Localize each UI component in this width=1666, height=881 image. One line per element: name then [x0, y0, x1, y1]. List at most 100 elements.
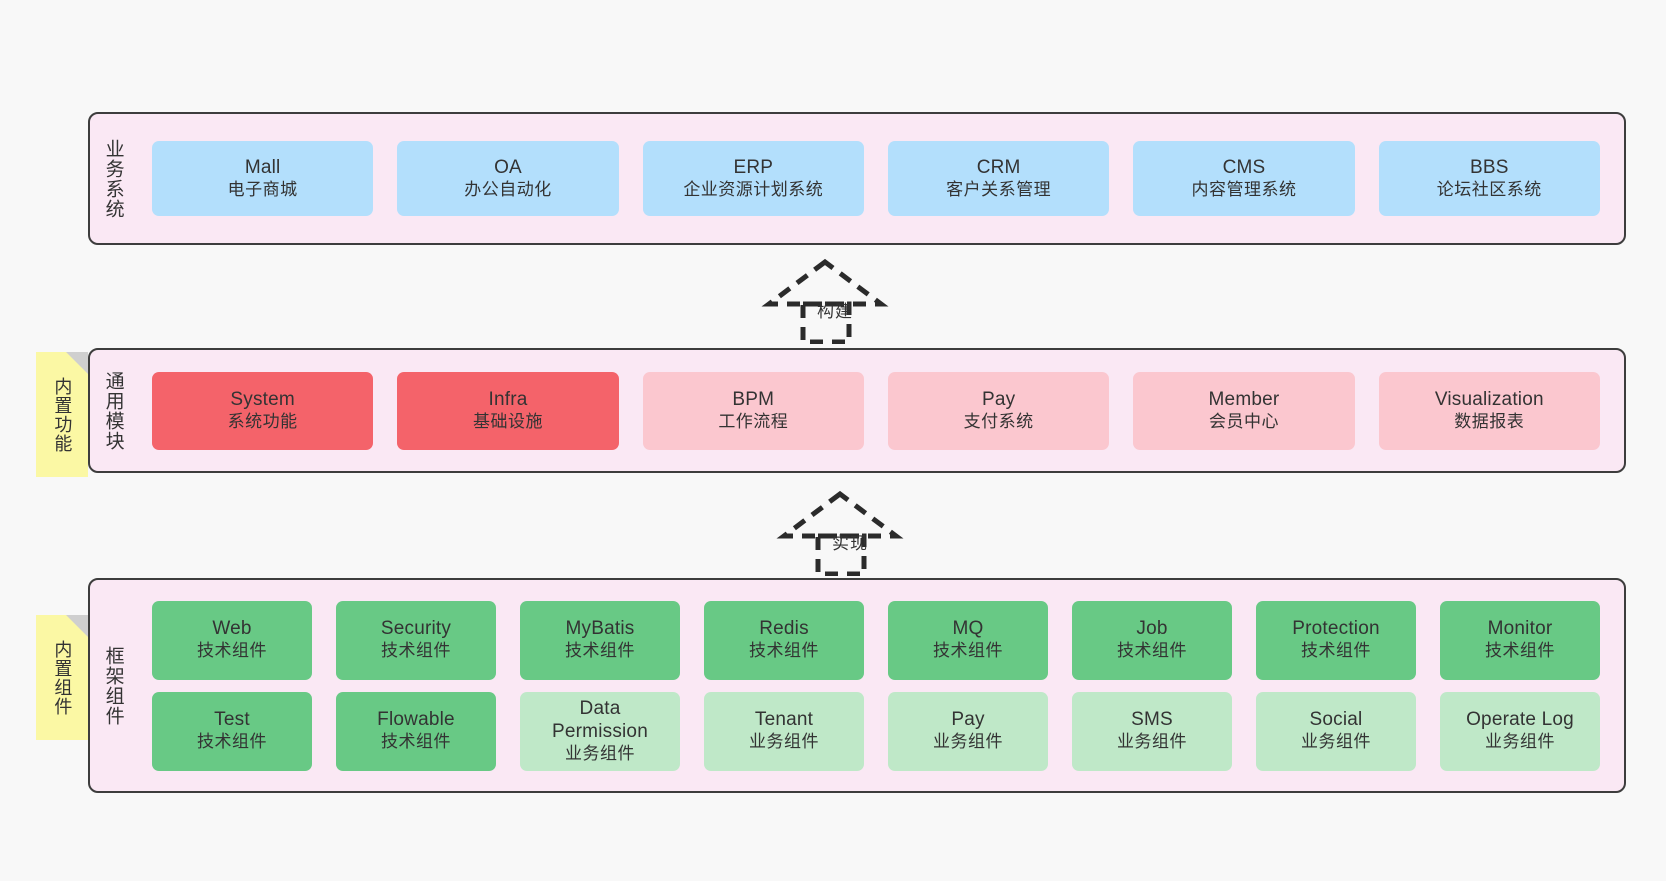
- note-label: 内置组件: [52, 639, 73, 716]
- node-row: Mall 电子商城 OA 办公自动化 ERP 企业资源计划系统 CRM 客户关系…: [140, 141, 1612, 216]
- node-title: Protection: [1292, 618, 1380, 640]
- node-cms[interactable]: CMS 内容管理系统: [1133, 141, 1355, 216]
- node-title: BBS: [1469, 156, 1509, 178]
- layer-title-framework-component: 框架组件: [102, 645, 124, 726]
- node-tenant[interactable]: Tenant 业务组件: [704, 691, 864, 771]
- node-title: Test: [214, 709, 250, 731]
- node-title: Redis: [759, 618, 809, 640]
- node-subtitle: 会员中心: [1208, 411, 1279, 431]
- layer-business-system: 业务系统 Mall 电子商城 OA 办公自动化 ERP 企业资源计划系统 CRM…: [88, 112, 1626, 245]
- node-title: Flowable: [377, 709, 455, 731]
- node-bbs[interactable]: BBS 论坛社区系统: [1378, 141, 1600, 216]
- node-subtitle: 业务组件: [1301, 732, 1371, 752]
- node-title: CMS: [1222, 156, 1266, 178]
- node-title: OA: [494, 156, 522, 178]
- node-title: Job: [1136, 618, 1168, 640]
- node-subtitle: 技术组件: [197, 641, 267, 661]
- note-label: 内置功能: [52, 376, 73, 453]
- node-row: System 系统功能 Infra 基础设施 BPM 工作流程 Pay 支付系统…: [140, 371, 1612, 450]
- node-title: Web: [212, 618, 252, 640]
- node-subtitle: 企业资源计划系统: [683, 179, 824, 199]
- note-fold-corner-icon: [66, 615, 88, 637]
- node-title: SMS: [1131, 709, 1173, 731]
- node-subtitle: 业务组件: [565, 743, 635, 763]
- node-title: Operate Log: [1466, 709, 1574, 731]
- node-test[interactable]: Test 技术组件: [152, 691, 312, 771]
- node-title: ERP: [733, 156, 774, 178]
- generalization-arrow-icon: [761, 258, 889, 345]
- node-oa[interactable]: OA 办公自动化: [397, 141, 619, 216]
- layer-title-common-module: 通用模块: [102, 370, 124, 451]
- node-row: Test 技术组件 Flowable 技术组件 Data Permission …: [140, 691, 1612, 771]
- node-crm[interactable]: CRM 客户关系管理: [887, 141, 1110, 216]
- node-social[interactable]: Social 业务组件: [1256, 691, 1416, 771]
- node-subtitle: 技术组件: [933, 641, 1003, 661]
- connector-implement: 实现: [770, 490, 920, 577]
- node-bpm[interactable]: BPM 工作流程: [642, 371, 864, 450]
- connector-build-label: 构建: [817, 302, 853, 321]
- node-mybatis[interactable]: MyBatis 技术组件: [520, 600, 680, 680]
- note-fold-corner-icon: [66, 352, 88, 374]
- node-subtitle: 基础设施: [472, 411, 543, 431]
- node-job[interactable]: Job 技术组件: [1072, 600, 1232, 680]
- generalization-arrow-icon: [776, 490, 904, 577]
- node-title: MyBatis: [565, 618, 635, 640]
- layer-body-common-module: System 系统功能 Infra 基础设施 BPM 工作流程 Pay 支付系统…: [136, 350, 1624, 471]
- node-subtitle: 技术组件: [381, 641, 451, 661]
- node-mq[interactable]: MQ 技术组件: [888, 600, 1048, 680]
- node-subtitle: 技术组件: [197, 732, 267, 752]
- node-title: Social: [1309, 709, 1363, 731]
- node-subtitle: 技术组件: [381, 732, 451, 752]
- node-subtitle: 数据报表: [1454, 411, 1525, 431]
- node-flowable[interactable]: Flowable 技术组件: [336, 691, 496, 771]
- node-infra[interactable]: Infra 基础设施: [397, 371, 619, 450]
- layer-body-business-system: Mall 电子商城 OA 办公自动化 ERP 企业资源计划系统 CRM 客户关系…: [136, 114, 1624, 243]
- node-subtitle: 技术组件: [749, 641, 819, 661]
- layer-title-business-system: 业务系统: [102, 138, 124, 219]
- node-system[interactable]: System 系统功能: [152, 371, 374, 450]
- node-title: Monitor: [1487, 618, 1553, 640]
- node-title: Mall: [244, 156, 281, 178]
- note-built-in-component: 内置组件: [36, 615, 88, 740]
- node-subtitle: 客户关系管理: [946, 179, 1052, 199]
- connector-implement-label: 实现: [832, 534, 868, 553]
- node-subtitle: 业务组件: [1117, 732, 1187, 752]
- node-title: Infra: [488, 388, 528, 410]
- node-subtitle: 电子商城: [227, 179, 298, 199]
- node-title: BPM: [732, 388, 775, 410]
- layer-common-module: 通用模块 System 系统功能 Infra 基础设施 BPM 工作流程 Pay…: [88, 348, 1626, 473]
- node-subtitle: 技术组件: [565, 641, 635, 661]
- node-title: Pay: [981, 388, 1016, 410]
- node-subtitle: 系统功能: [227, 411, 298, 431]
- node-row: Web 技术组件 Security 技术组件 MyBatis 技术组件 Redi…: [140, 600, 1612, 680]
- node-security[interactable]: Security 技术组件: [336, 600, 496, 680]
- node-subtitle: 工作流程: [718, 411, 789, 431]
- node-subtitle: 技术组件: [1485, 641, 1555, 661]
- node-operate-log[interactable]: Operate Log 业务组件: [1440, 691, 1600, 771]
- node-protection[interactable]: Protection 技术组件: [1256, 600, 1416, 680]
- node-member[interactable]: Member 会员中心: [1133, 371, 1355, 450]
- node-title: Visualization: [1434, 388, 1544, 410]
- connector-build: 构建: [755, 258, 905, 345]
- node-visualization[interactable]: Visualization 数据报表: [1378, 371, 1600, 450]
- node-subtitle: 业务组件: [1485, 732, 1555, 752]
- node-subtitle: 技术组件: [1117, 641, 1187, 661]
- node-mall[interactable]: Mall 电子商城: [152, 141, 374, 216]
- node-title: Member: [1208, 388, 1280, 410]
- node-pay-module[interactable]: Pay 支付系统: [887, 371, 1110, 450]
- node-subtitle: 业务组件: [749, 732, 819, 752]
- node-title: Pay: [951, 709, 985, 731]
- note-built-in-function: 内置功能: [36, 352, 88, 477]
- node-data-permission[interactable]: Data Permission 业务组件: [520, 691, 680, 771]
- node-monitor[interactable]: Monitor 技术组件: [1440, 600, 1600, 680]
- node-subtitle: 内容管理系统: [1191, 179, 1297, 199]
- node-redis[interactable]: Redis 技术组件: [704, 600, 864, 680]
- node-sms[interactable]: SMS 业务组件: [1072, 691, 1232, 771]
- node-erp[interactable]: ERP 企业资源计划系统: [642, 141, 864, 216]
- node-title: MQ: [952, 618, 984, 640]
- node-web[interactable]: Web 技术组件: [152, 600, 312, 680]
- node-title: CRM: [976, 156, 1021, 178]
- node-pay-component[interactable]: Pay 业务组件: [888, 691, 1048, 771]
- node-title: System: [230, 388, 295, 410]
